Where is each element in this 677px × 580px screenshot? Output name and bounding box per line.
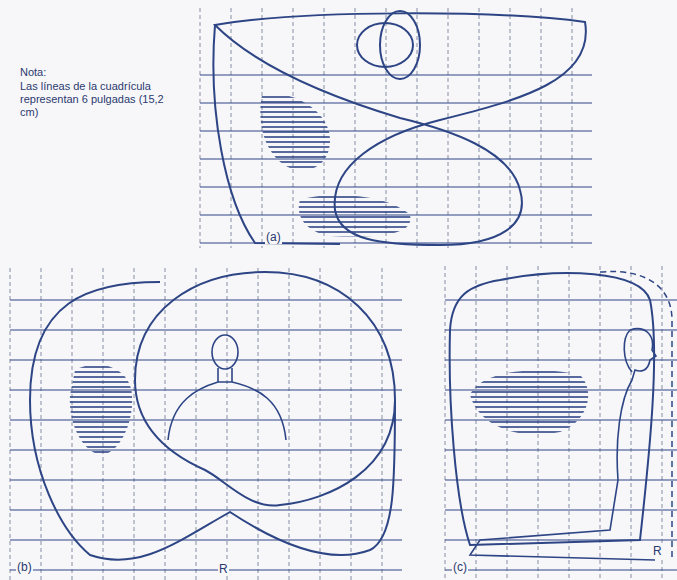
grid-line <box>258 268 259 580</box>
grid-line <box>10 539 402 540</box>
grid-line <box>382 268 383 580</box>
grid-line <box>476 266 477 580</box>
grid-line <box>227 268 228 580</box>
grid-line <box>200 74 592 75</box>
grid-line <box>10 359 402 360</box>
grid-line <box>200 130 592 131</box>
note-heading: Nota: <box>20 66 46 79</box>
grid-line <box>10 509 402 510</box>
grid-line <box>351 268 352 580</box>
grid-line <box>72 268 73 580</box>
grid-line <box>10 479 402 480</box>
human-figure <box>168 329 656 560</box>
grid-line <box>10 449 402 450</box>
grid-line <box>479 8 480 248</box>
grid-line <box>289 268 290 580</box>
grid-line <box>445 569 677 570</box>
panel-label: (a) <box>265 230 282 244</box>
grid-line <box>200 8 201 248</box>
grid-line <box>10 268 11 580</box>
grid-line <box>200 186 592 187</box>
grid-line <box>445 449 677 450</box>
grid-line <box>10 419 402 420</box>
grid-line <box>448 8 449 248</box>
panel-label: (c) <box>452 560 468 574</box>
grid-line <box>200 102 592 103</box>
grid-line <box>10 299 402 300</box>
reference-point: R <box>652 544 663 558</box>
grid-line <box>445 299 677 300</box>
note-text: Las líneas de la cuadrícula representan … <box>20 80 170 120</box>
reference-point: R <box>218 562 229 576</box>
grid-line <box>510 8 511 248</box>
grid-line <box>417 8 418 248</box>
grid-line <box>631 266 632 580</box>
panel-label: (b) <box>16 560 33 574</box>
grid-line <box>196 268 197 580</box>
grid-line <box>445 509 677 510</box>
grid-line <box>41 268 42 580</box>
grid-line <box>134 268 135 580</box>
grid-line <box>10 569 402 570</box>
grid-line <box>445 479 677 480</box>
hatched-area <box>70 94 588 455</box>
grid-line <box>572 8 573 248</box>
grid-line <box>600 266 601 580</box>
grid-line <box>10 329 402 330</box>
grid-line <box>231 8 232 248</box>
grid-line <box>320 268 321 580</box>
grid-line <box>445 266 446 580</box>
grid-line <box>662 266 663 580</box>
grid-line <box>445 359 677 360</box>
grid-line <box>541 8 542 248</box>
grid-line <box>10 389 402 390</box>
grid-line <box>200 158 592 159</box>
grid-line <box>165 268 166 580</box>
